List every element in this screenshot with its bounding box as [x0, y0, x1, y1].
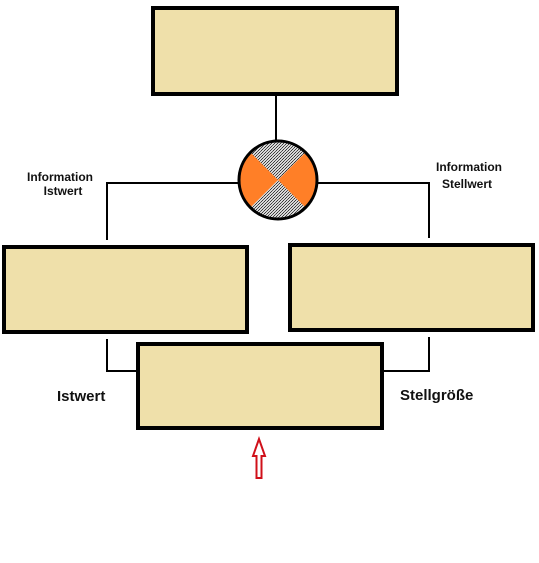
summing-junction-icon — [237, 139, 319, 221]
line-left-block-to-bottom — [106, 339, 138, 372]
input-arrow-up-icon — [251, 435, 267, 479]
line-circle-to-right-block — [318, 182, 430, 238]
label-stellgroesse: Stellgröße — [400, 387, 474, 404]
line-circle-to-left-block — [106, 182, 238, 240]
line-right-block-to-bottom — [382, 337, 430, 372]
left-block — [2, 245, 249, 334]
label-istwert: Istwert — [57, 388, 106, 405]
label-information-istwert: Information Istwert — [27, 170, 93, 198]
label-information-stellwert: Information Stellwert — [436, 160, 502, 191]
top-block — [151, 6, 399, 96]
bottom-block — [136, 342, 384, 430]
right-block — [288, 243, 535, 332]
